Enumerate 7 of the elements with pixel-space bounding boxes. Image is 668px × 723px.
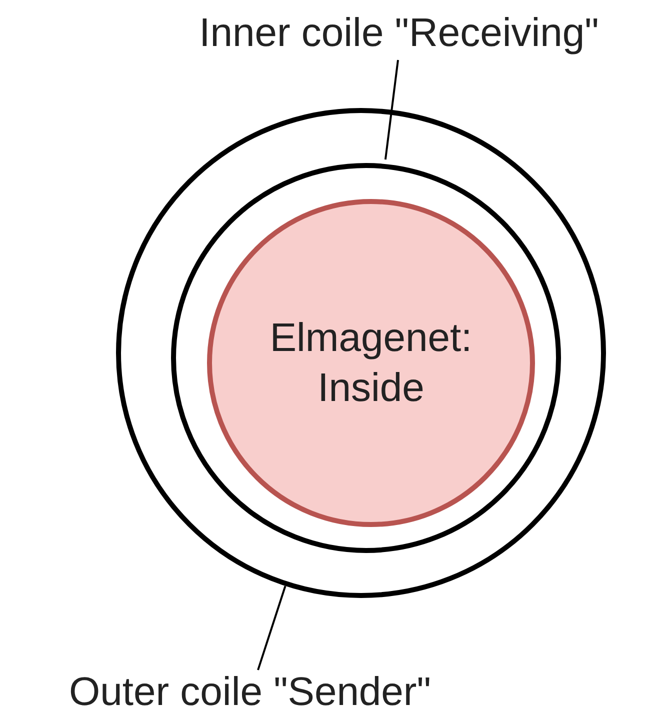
callout-label: Inner coile "Receiving" bbox=[130, 5, 668, 61]
core-label: Elmagenet: Inside bbox=[268, 315, 474, 412]
outer-coil-ring bbox=[116, 108, 606, 598]
leader-line bbox=[257, 586, 286, 670]
leader-line bbox=[384, 60, 399, 160]
callout-label: Outer coile "Sender" bbox=[0, 664, 500, 720]
inner-coil-ring bbox=[171, 163, 561, 553]
